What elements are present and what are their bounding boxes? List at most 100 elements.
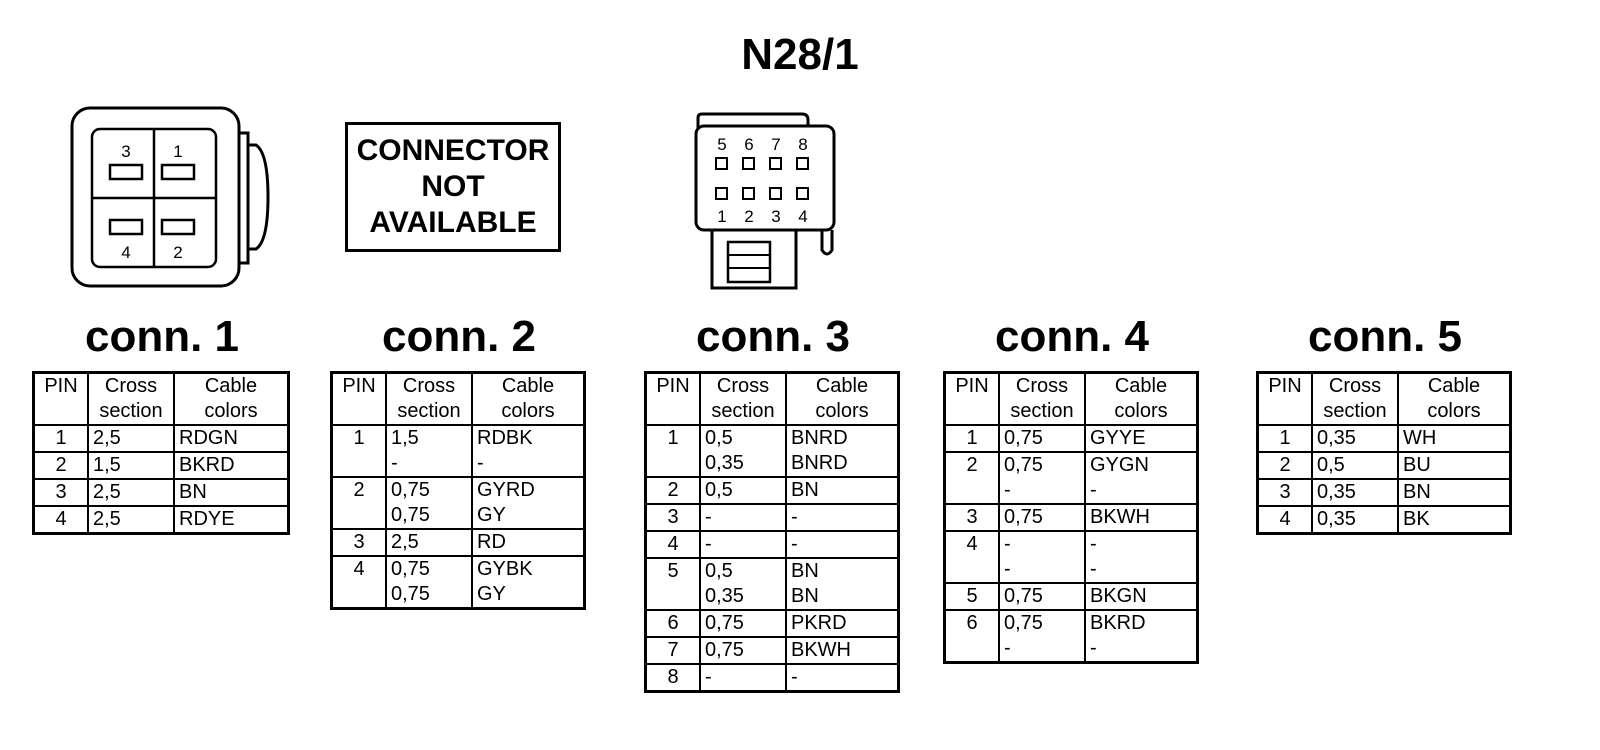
cross-section-cell: 0,5 bbox=[1311, 452, 1399, 480]
cable-colors-cell: BN bbox=[785, 477, 900, 505]
pin-cell: 2 bbox=[330, 477, 387, 530]
cross-section-cell: 1,5 bbox=[87, 452, 175, 480]
cross-section-cell: - bbox=[699, 664, 787, 693]
table-row: 8-- bbox=[644, 664, 900, 693]
pin-header: PIN bbox=[943, 372, 1000, 426]
cross-section-cell: 0,75 - bbox=[998, 610, 1086, 664]
table-row: 4-- bbox=[644, 531, 900, 559]
cable-colors-cell: BNRD BNRD bbox=[785, 425, 900, 478]
cable-colors-cell: GYYE bbox=[1084, 425, 1199, 453]
cable-colors-cell: BN bbox=[1397, 479, 1512, 507]
pin-cell: 1 bbox=[943, 425, 1000, 453]
pin-label: 7 bbox=[771, 135, 780, 154]
pin-label: 2 bbox=[744, 207, 753, 226]
pin-cell: 1 bbox=[330, 425, 387, 478]
connector-title: conn. 3 bbox=[695, 312, 851, 361]
cable-colors-header: Cable colors bbox=[1084, 372, 1199, 426]
cable-colors-cell: BU bbox=[1397, 452, 1512, 480]
cross-section-cell: 0,5 bbox=[699, 477, 787, 505]
cross-section-cell: 0,75 bbox=[998, 425, 1086, 453]
cross-section-header: Cross section bbox=[385, 372, 473, 426]
cross-section-header: Cross section bbox=[998, 372, 1086, 426]
connector-1-diagram: 3 1 4 2 bbox=[70, 106, 270, 288]
pin-cell: 3 bbox=[644, 504, 701, 532]
cable-colors-cell: BKWH bbox=[1084, 504, 1199, 532]
page-title: N28/1 bbox=[741, 30, 859, 79]
cable-colors-cell: BK bbox=[1397, 506, 1512, 535]
connector-title: conn. 4 bbox=[994, 312, 1150, 361]
cable-colors-cell: PKRD bbox=[785, 610, 900, 638]
pin-label: 5 bbox=[717, 135, 726, 154]
pin-cell: 1 bbox=[644, 425, 701, 478]
pin-cell: 8 bbox=[644, 664, 701, 693]
cable-colors-header: Cable colors bbox=[1397, 372, 1512, 426]
pin-cell: 2 bbox=[32, 452, 89, 480]
pin-label: 4 bbox=[121, 243, 130, 262]
cable-colors-cell: - - bbox=[1084, 531, 1199, 584]
cross-section-cell: 0,75 0,75 bbox=[385, 477, 473, 530]
pin-cell: 4 bbox=[943, 531, 1000, 584]
cross-section-cell: 0,75 0,75 bbox=[385, 556, 473, 610]
connector-title: conn. 1 bbox=[84, 312, 240, 361]
pin-cell: 3 bbox=[32, 479, 89, 507]
cross-section-cell: - - bbox=[998, 531, 1086, 584]
table-row: 4- -- - bbox=[943, 531, 1199, 584]
na-line: CONNECTOR bbox=[356, 134, 550, 167]
cable-colors-cell: BKGN bbox=[1084, 583, 1199, 611]
cross-section-cell: 2,5 bbox=[87, 479, 175, 507]
cable-colors-cell: BN BN bbox=[785, 558, 900, 611]
cable-colors-cell: WH bbox=[1397, 425, 1512, 453]
na-line: NOT bbox=[421, 170, 485, 203]
pin-label: 1 bbox=[717, 207, 726, 226]
pin-cell: 3 bbox=[1256, 479, 1313, 507]
table-row: 3-- bbox=[644, 504, 900, 532]
cable-colors-cell: GYRD GY bbox=[471, 477, 586, 530]
pin-cell: 2 bbox=[943, 452, 1000, 505]
pin-label: 3 bbox=[771, 207, 780, 226]
pin-header: PIN bbox=[1256, 372, 1313, 426]
pin-cell: 7 bbox=[644, 637, 701, 665]
pin-label: 6 bbox=[744, 135, 753, 154]
pin-label: 8 bbox=[798, 135, 807, 154]
pin-cell: 4 bbox=[644, 531, 701, 559]
cable-colors-cell: RD bbox=[471, 529, 586, 557]
pin-header: PIN bbox=[644, 372, 701, 426]
cable-colors-cell: RDBK - bbox=[471, 425, 586, 478]
cable-colors-cell: RDGN bbox=[173, 425, 290, 453]
cross-section-cell: 0,75 bbox=[998, 504, 1086, 532]
cable-colors-cell: BKRD - bbox=[1084, 610, 1199, 664]
pin-cell: 4 bbox=[32, 506, 89, 535]
cable-colors-cell: BN bbox=[173, 479, 290, 507]
cross-section-cell: 0,5 0,35 bbox=[699, 425, 787, 478]
cross-section-header: Cross section bbox=[87, 372, 175, 426]
pin-label: 3 bbox=[121, 142, 130, 161]
pin-cell: 4 bbox=[330, 556, 387, 610]
cross-section-cell: 2,5 bbox=[385, 529, 473, 557]
